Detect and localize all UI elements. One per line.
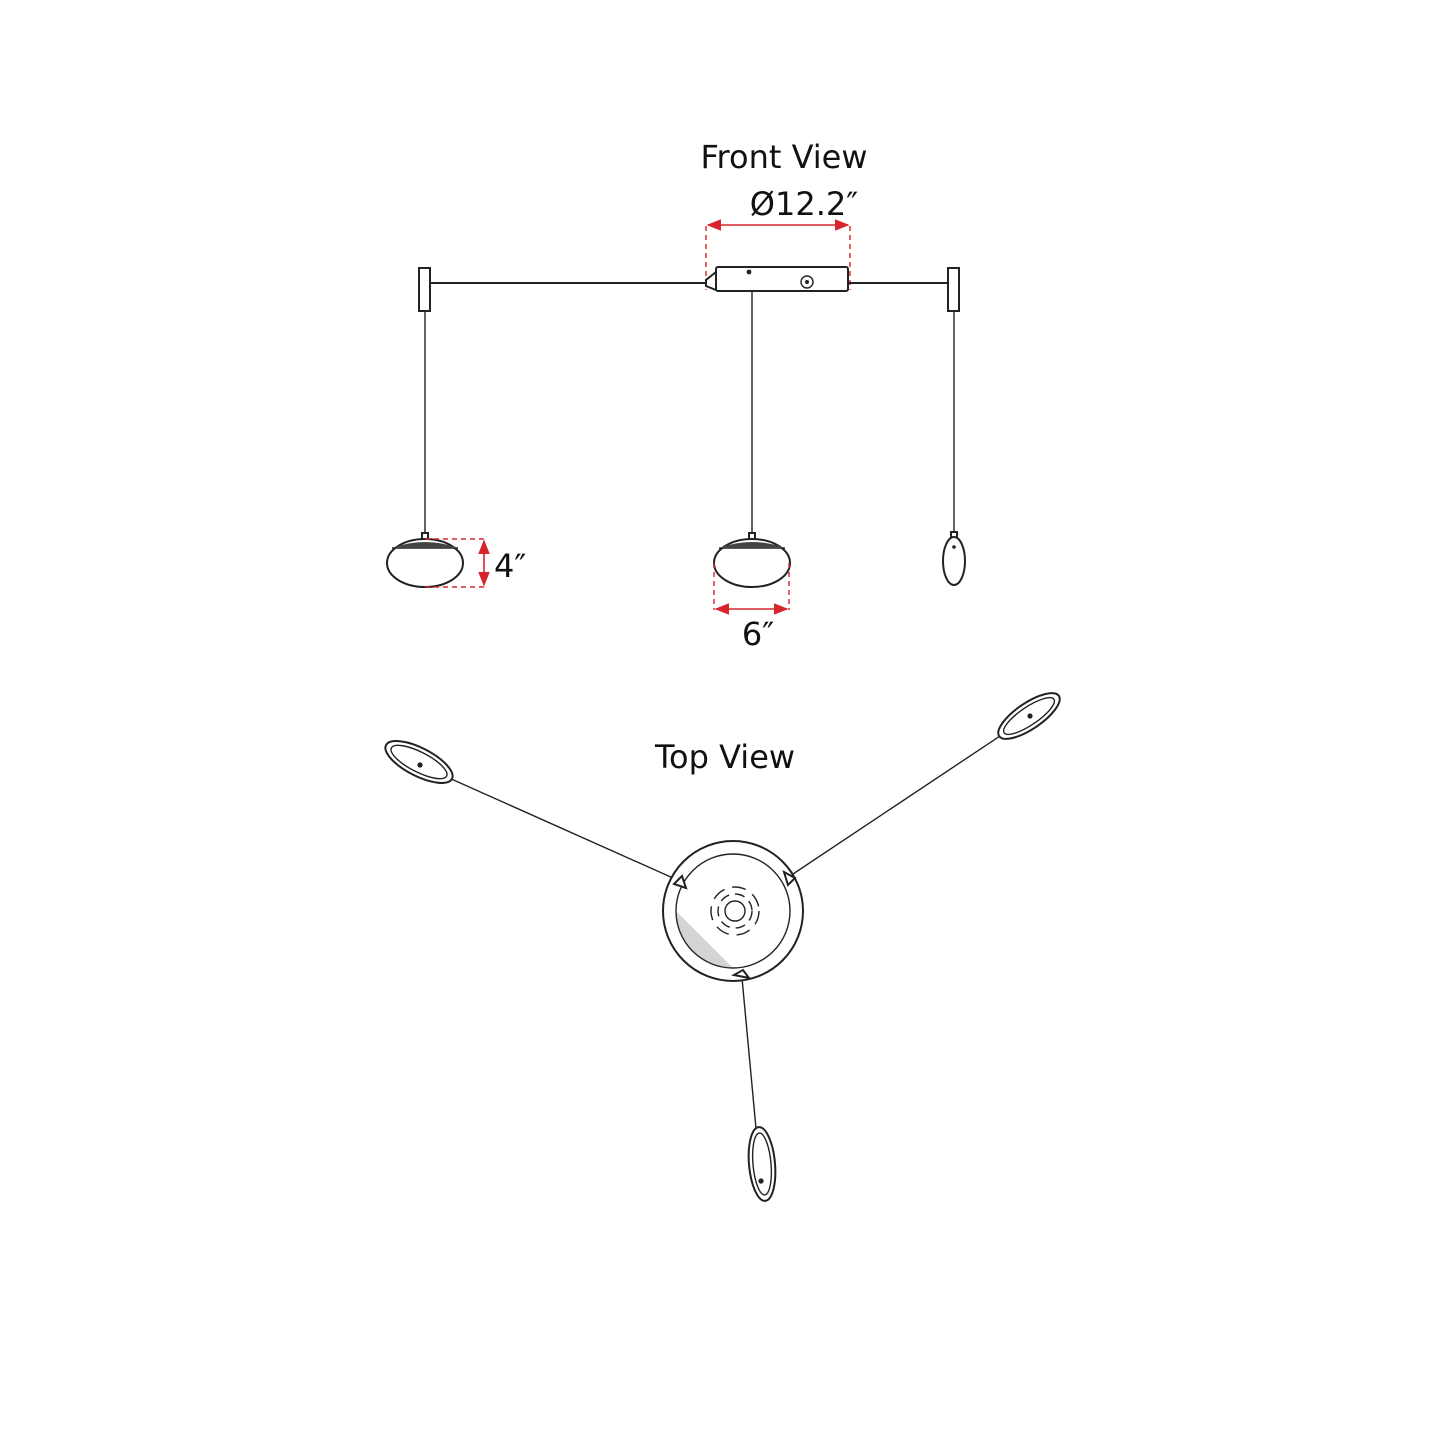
top-canopy xyxy=(662,840,804,982)
top-arm-left xyxy=(419,764,683,883)
canopy-diameter-dimension xyxy=(705,219,851,290)
diameter-dimension-label: Ø12.2″ xyxy=(750,185,858,223)
width-dimension-label: 6″ xyxy=(742,615,774,653)
pendant-left xyxy=(386,532,464,588)
top-pendant-left xyxy=(384,740,454,784)
top-view-title: Top View xyxy=(654,738,795,776)
height-dimension-label: 4″ xyxy=(494,547,526,585)
top-arm-right xyxy=(789,715,1031,877)
pendant-right xyxy=(942,531,966,586)
arm-end-left xyxy=(418,267,431,312)
pendant-width-dimension xyxy=(713,563,790,615)
front-view: Front View Ø12.2″ xyxy=(386,138,966,653)
top-view: Top View xyxy=(384,692,1061,1202)
top-pendant-right xyxy=(997,692,1061,740)
pendant-height-dimension xyxy=(425,538,490,588)
pendant-center xyxy=(713,532,791,588)
front-view-title: Front View xyxy=(700,138,867,176)
top-pendant-bottom xyxy=(747,1126,777,1202)
arm-end-right xyxy=(947,267,960,312)
canopy xyxy=(705,266,849,292)
